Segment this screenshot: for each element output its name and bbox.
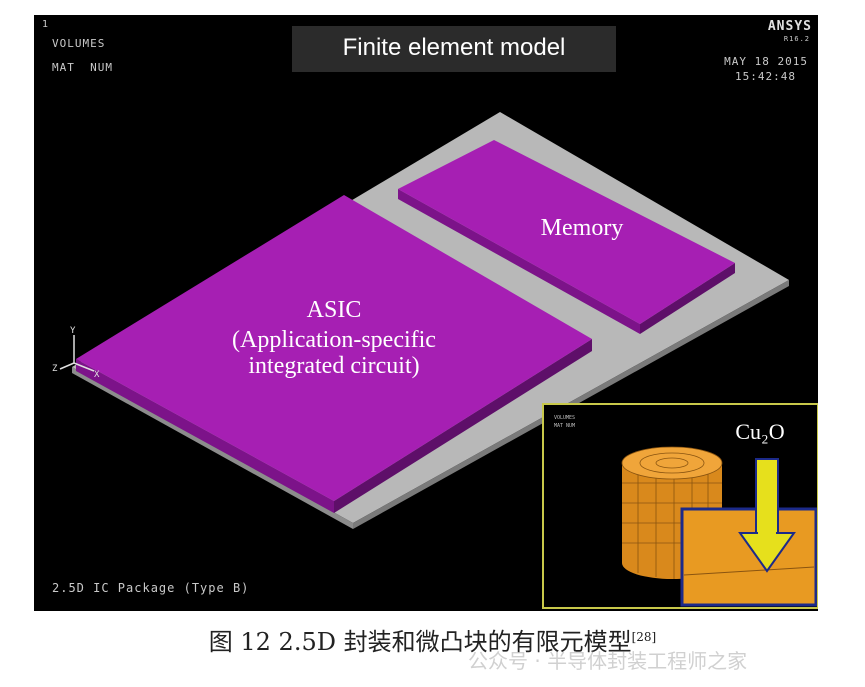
caption-reference: [28] — [631, 630, 657, 644]
asic-die-side-right — [334, 339, 592, 513]
hud-time: 15:42:48 — [735, 70, 796, 83]
figure-caption: 图 12 2.5D 封装和微凸块的有限元模型[28] — [0, 622, 865, 657]
memory-label: Memory — [541, 215, 624, 241]
inset-hud-matnum: MAT NUM — [554, 423, 575, 429]
watermark: 公众号 · 半导体封装工程师之家 — [468, 649, 748, 673]
cu2o-zoom-block — [680, 507, 817, 607]
asic-die-side-front — [76, 359, 334, 513]
inset-hud-volumes: VOLUMES — [554, 415, 575, 421]
caption-text: 图 12 2.5D 封装和微凸块的有限元模型 — [208, 628, 632, 656]
ansys-logo: ANSYS — [767, 19, 812, 34]
hud-footer: 2.5D IC Package (Type B) — [52, 581, 250, 595]
microbump-drawing: Cu₂O VOLUMES MAT NUM — [554, 413, 817, 607]
figure-title-box: Finite element model — [292, 26, 616, 72]
microbump-cylinder-top — [621, 446, 723, 480]
hud-date: MAY 18 2015 — [724, 55, 808, 68]
down-arrow-icon — [738, 458, 796, 573]
asic-label-line2: (Application-specific — [232, 327, 436, 353]
microbump-inset: Cu₂O VOLUMES MAT NUM — [542, 403, 818, 609]
coordinate-axes-icon: Y X Z — [52, 326, 100, 380]
asic-die-top — [76, 195, 592, 501]
hud-mat-num: MAT NUM — [52, 61, 113, 74]
asic-label-line3: integrated circuit) — [248, 353, 419, 379]
hud-volumes: VOLUMES — [52, 37, 106, 50]
memory-die-side-right — [640, 263, 735, 334]
axis-z-label: Z — [52, 364, 58, 374]
axis-x-label: X — [94, 370, 100, 380]
substrate-side — [72, 367, 353, 529]
hud-window-number: 1 — [42, 19, 50, 30]
cu2o-label-box — [720, 413, 800, 449]
ansys-release: R16.2 — [783, 35, 810, 43]
axis-y-label: Y — [70, 326, 76, 336]
asic-label-line1: ASIC — [307, 297, 362, 323]
fe-model-figure: Memory ASIC (Application-specific integr… — [34, 15, 818, 611]
memory-die-top — [398, 140, 735, 324]
figure-title: Finite element model — [342, 34, 566, 61]
cu2o-label: Cu₂O — [735, 419, 784, 444]
memory-die-side-front — [398, 189, 640, 334]
